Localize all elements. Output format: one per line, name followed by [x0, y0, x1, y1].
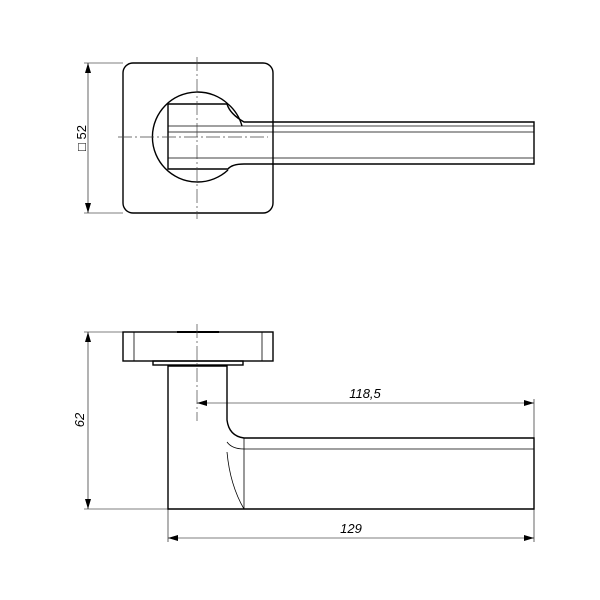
rose-side — [122, 331, 274, 362]
side-view: 62 118,5 129 — [72, 324, 535, 542]
lever-bevel-curve — [226, 441, 245, 450]
dimension-label-62: 62 — [72, 412, 87, 427]
lever-neck-curve — [226, 451, 245, 510]
dimension-label-52: □ 52 — [74, 125, 89, 151]
washer — [152, 360, 244, 366]
dimension-label-129: 129 — [340, 521, 362, 536]
lever-side-outline — [167, 365, 535, 510]
boss-arc-top — [227, 103, 243, 127]
lever-top-outline — [167, 103, 535, 170]
dimension-label-118-5: 118,5 — [349, 386, 381, 401]
top-view: □ 52 — [74, 57, 535, 219]
rose-square — [122, 62, 274, 214]
